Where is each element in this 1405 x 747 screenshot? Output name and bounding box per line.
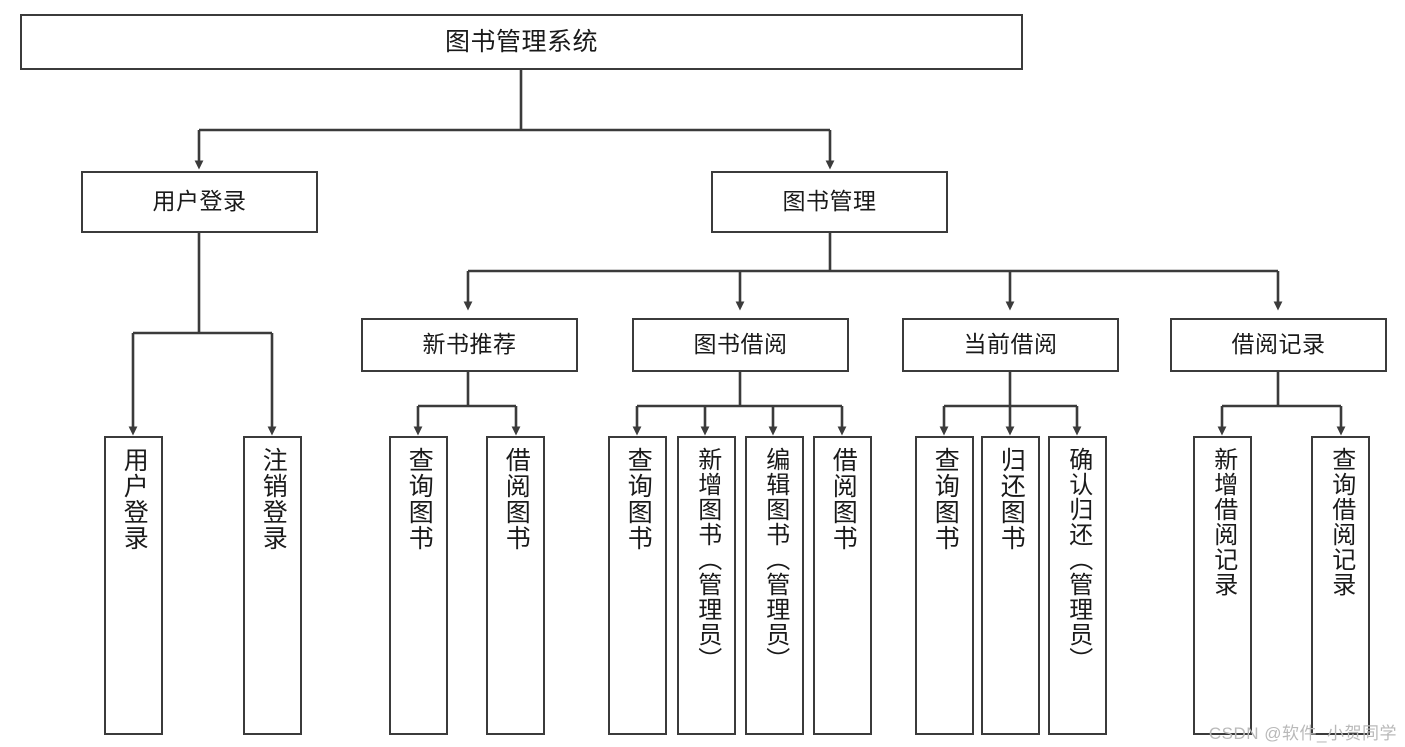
node-label: 图书管理 bbox=[782, 188, 877, 215]
node-label: 借阅记录 bbox=[1231, 331, 1326, 358]
node-root-system[interactable]: 图书管理系统 bbox=[20, 14, 1023, 70]
node-borrow-record[interactable]: 借阅记录 bbox=[1170, 318, 1387, 372]
node-label: 图书管理系统 bbox=[444, 28, 598, 56]
node-label: 查询图书 bbox=[931, 447, 960, 551]
node-label: 注销登录 bbox=[259, 447, 288, 551]
node-label: 借阅图书 bbox=[502, 447, 531, 551]
node-label: 查询借阅记录 bbox=[1327, 447, 1355, 597]
node-label: 当前借阅 bbox=[963, 331, 1058, 358]
leaf-query-book-new[interactable]: 查询图书 bbox=[389, 436, 448, 735]
leaf-edit-book-admin[interactable]: 编辑图书（管理员） bbox=[745, 436, 804, 735]
node-user-login[interactable]: 用户登录 bbox=[81, 171, 318, 233]
leaf-query-book-current[interactable]: 查询图书 bbox=[915, 436, 974, 735]
node-label: 查询图书 bbox=[624, 447, 653, 551]
csdn-watermark: CSDN @软件_小贺同学 bbox=[1208, 724, 1397, 743]
leaf-logout-login[interactable]: 注销登录 bbox=[243, 436, 302, 735]
leaf-query-borrow-record[interactable]: 查询借阅记录 bbox=[1311, 436, 1370, 735]
leaf-borrow-book-new[interactable]: 借阅图书 bbox=[486, 436, 545, 735]
leaf-return-book[interactable]: 归还图书 bbox=[981, 436, 1040, 735]
node-label: 借阅图书 bbox=[829, 447, 858, 551]
node-label: 查询图书 bbox=[405, 447, 434, 551]
node-book-management[interactable]: 图书管理 bbox=[711, 171, 948, 233]
leaf-add-borrow-record[interactable]: 新增借阅记录 bbox=[1193, 436, 1252, 735]
node-label: 确认归还（管理员） bbox=[1064, 447, 1092, 672]
leaf-user-login[interactable]: 用户登录 bbox=[104, 436, 163, 735]
node-label: 新增图书（管理员） bbox=[693, 447, 721, 672]
node-label: 用户登录 bbox=[152, 188, 247, 215]
node-label: 编辑图书（管理员） bbox=[761, 447, 789, 672]
leaf-confirm-return-admin[interactable]: 确认归还（管理员） bbox=[1048, 436, 1107, 735]
node-book-borrow[interactable]: 图书借阅 bbox=[632, 318, 849, 372]
leaf-query-book[interactable]: 查询图书 bbox=[608, 436, 667, 735]
node-new-book-recommend[interactable]: 新书推荐 bbox=[361, 318, 578, 372]
node-current-borrow[interactable]: 当前借阅 bbox=[902, 318, 1119, 372]
node-label: 用户登录 bbox=[120, 447, 149, 551]
leaf-borrow-book[interactable]: 借阅图书 bbox=[813, 436, 872, 735]
node-label: 归还图书 bbox=[997, 447, 1026, 551]
node-label: 图书借阅 bbox=[693, 331, 788, 358]
node-label: 新书推荐 bbox=[422, 331, 517, 358]
node-label: 新增借阅记录 bbox=[1209, 447, 1237, 597]
leaf-add-book-admin[interactable]: 新增图书（管理员） bbox=[677, 436, 736, 735]
